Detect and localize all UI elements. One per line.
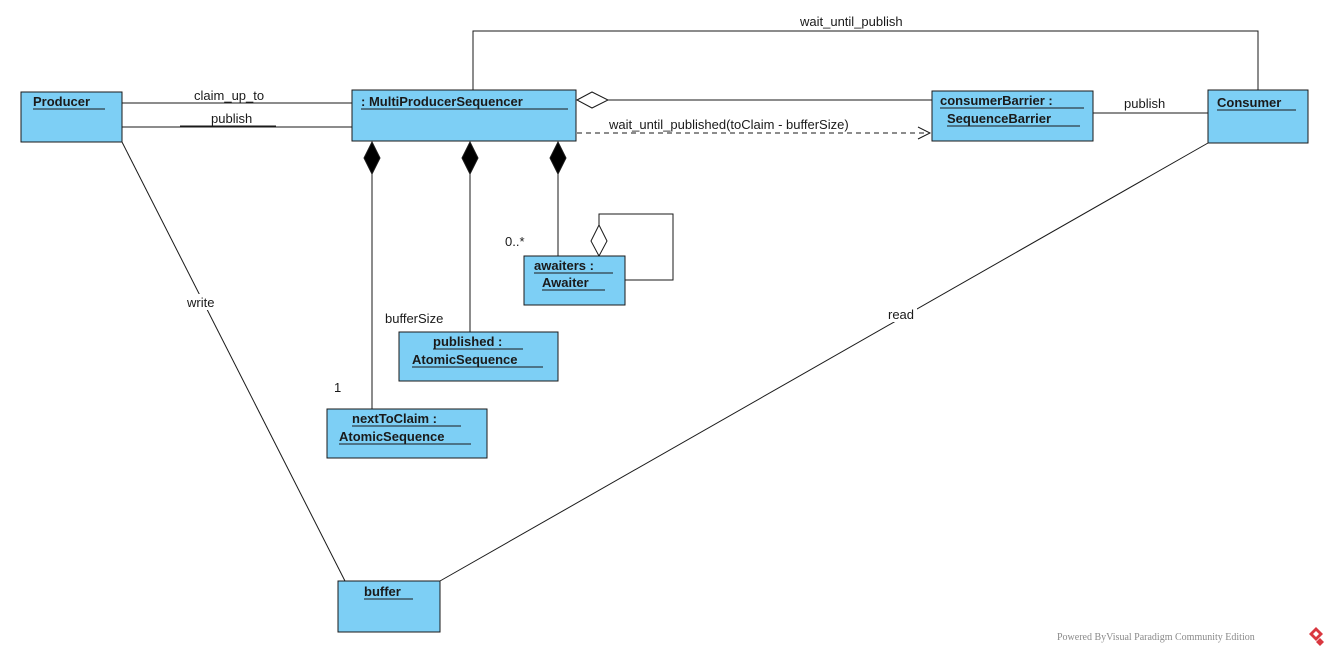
next-name-line1: nextToClaim : [352, 411, 437, 426]
label-publish-producer: publish [211, 111, 252, 126]
barrier-name-line1: consumerBarrier : [940, 93, 1053, 108]
link-write [121, 141, 346, 582]
dependency-arrowhead [917, 126, 932, 140]
barrier-name-line2: SequenceBarrier [947, 111, 1051, 126]
producer-name: Producer [33, 94, 90, 109]
consumer-name: Consumer [1217, 95, 1281, 110]
aggregation-diamond-barrier [575, 91, 610, 109]
published-name-line2: AtomicSequence [412, 352, 517, 367]
object-multi-producer-sequencer[interactable]: : MultiProducerSequencer [351, 89, 577, 142]
multiplicity-published: bufferSize [385, 311, 443, 326]
link-awaiters-self [598, 213, 674, 281]
object-consumer[interactable]: Consumer [1207, 89, 1309, 144]
powered-by-footer: Powered ByVisual Paradigm Community Edit… [1057, 632, 1255, 643]
multiplicity-awaiters: 0..* [505, 234, 525, 249]
link-read [439, 142, 1209, 582]
label-read: read [888, 307, 914, 322]
connector-labels: claim_up_to publish wait_until_publish p… [180, 14, 1165, 395]
label-publish-consumer: publish [1124, 96, 1165, 111]
object-consumer-barrier[interactable]: consumerBarrier : SequenceBarrier [931, 90, 1094, 142]
multiplicity-next: 1 [334, 380, 341, 395]
link-wait-until-publish [472, 30, 1259, 90]
object-producer[interactable]: Producer [20, 91, 123, 143]
label-wait-until-publish: wait_until_publish [799, 14, 903, 29]
sequencer-name: : MultiProducerSequencer [361, 94, 523, 109]
published-name-line1: published : [433, 334, 502, 349]
label-write: write [186, 295, 214, 310]
composition-diamond-next [363, 140, 381, 176]
label-claim-up-to: claim_up_to [194, 88, 264, 103]
connectors [121, 30, 1259, 582]
composition-diamond-awaiters [549, 140, 567, 176]
next-name-line2: AtomicSequence [339, 429, 444, 444]
object-buffer[interactable]: buffer [337, 580, 441, 633]
visual-paradigm-logo-icon [1309, 627, 1324, 646]
awaiters-name-line1: awaiters : [534, 258, 594, 273]
buffer-name: buffer [364, 584, 401, 599]
aggregation-diamond-awaiters-self [590, 223, 608, 258]
object-next-to-claim[interactable]: nextToClaim : AtomicSequence [326, 408, 488, 459]
object-awaiters[interactable]: awaiters : Awaiter [523, 255, 626, 306]
object-published[interactable]: published : AtomicSequence [398, 331, 559, 382]
label-wait-until-published: wait_until_published(toClaim - bufferSiz… [608, 117, 849, 132]
awaiters-name-line2: Awaiter [542, 275, 589, 290]
composition-diamond-published [461, 140, 479, 176]
